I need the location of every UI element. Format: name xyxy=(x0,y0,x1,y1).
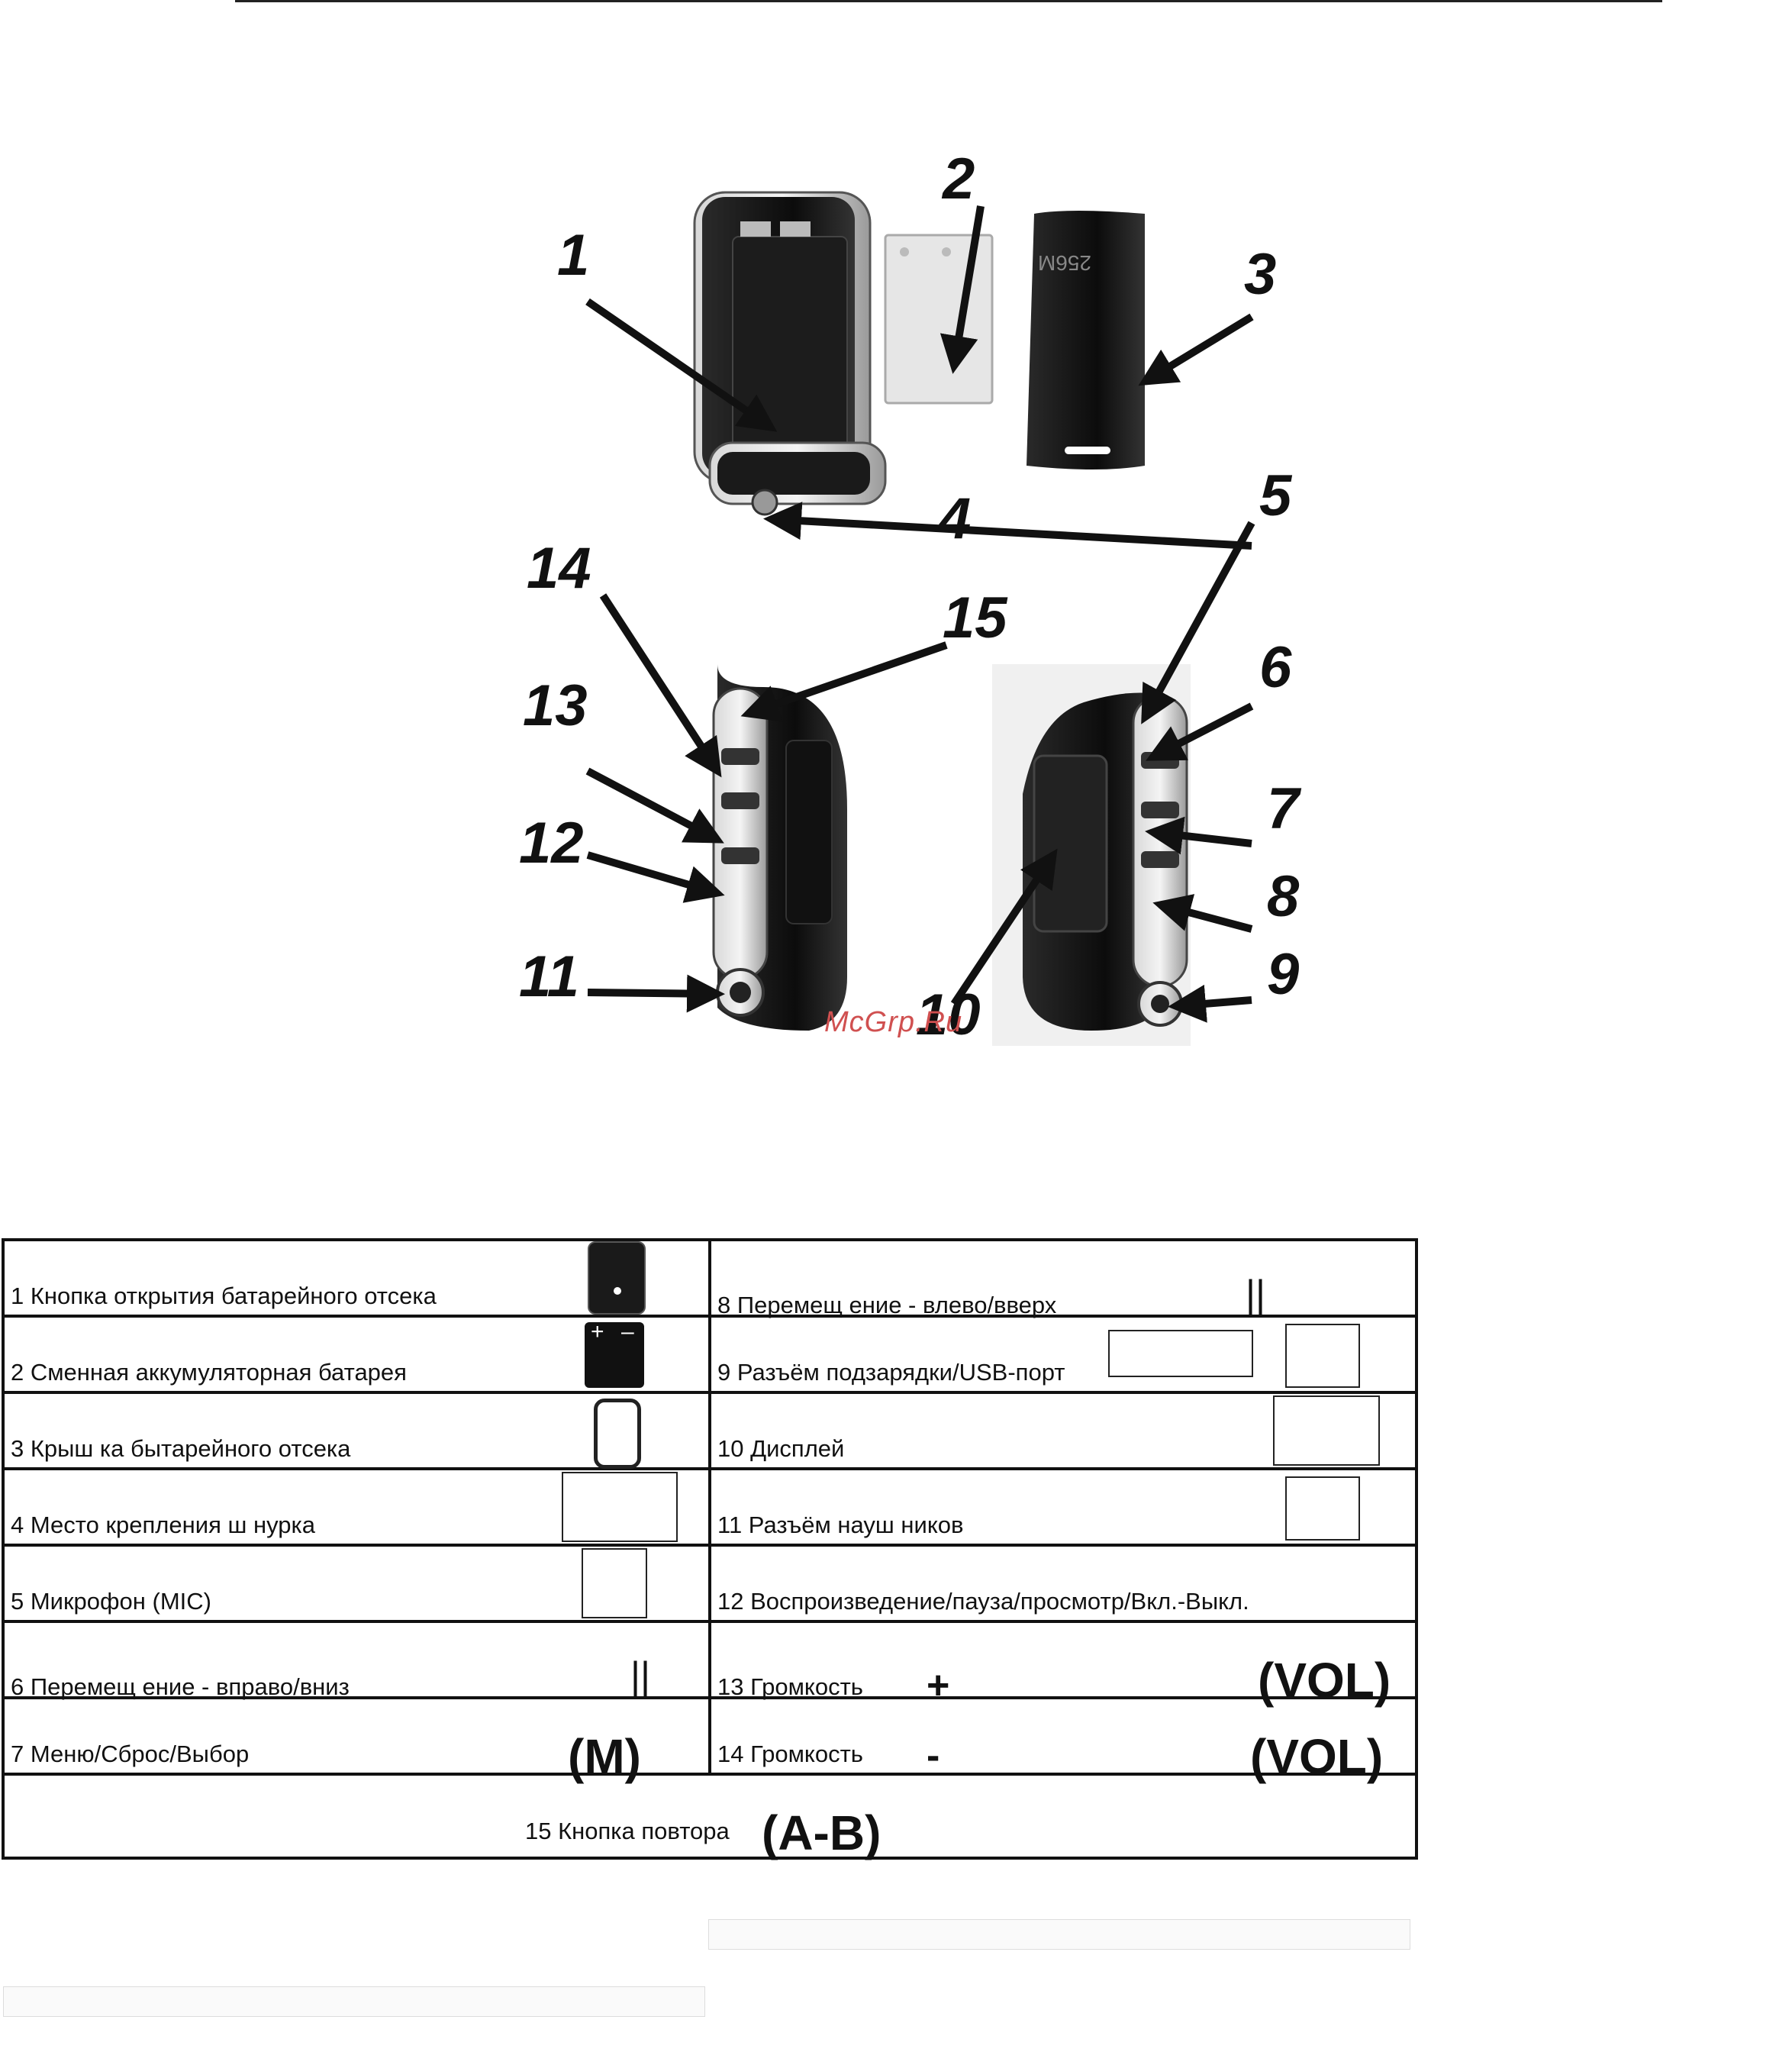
battery-cover-icon xyxy=(594,1399,641,1469)
pause-symbol: || xyxy=(1246,1273,1265,1315)
callout-14: 14 xyxy=(527,536,591,601)
callout-7: 7 xyxy=(1267,776,1302,841)
callout-3: 3 xyxy=(1244,242,1276,307)
usb-port-icon xyxy=(1108,1330,1253,1377)
table-cell: 14 Громкость - (VOL) xyxy=(708,1696,1418,1784)
device-figure: 256M xyxy=(488,137,1328,1084)
callout-10: 10 xyxy=(916,982,981,1047)
table-cell: 1 Кнопка открытия батарейного отсека xyxy=(2,1238,711,1318)
table-cell: 13 Громкость + (VOL) xyxy=(708,1620,1418,1708)
item-label: 11 Разъём науш ников xyxy=(717,1512,964,1538)
callout-5: 5 xyxy=(1259,463,1293,528)
device-left-side xyxy=(712,664,847,1031)
item-label: 9 Разъём подзарядки/USB-порт xyxy=(717,1359,1065,1386)
callout-1: 1 xyxy=(557,223,589,288)
item-label: 2 Сменная аккумуляторная батарея xyxy=(11,1359,407,1386)
table-cell: 5 Микрофон (MIC) xyxy=(2,1544,711,1623)
top-rule xyxy=(235,0,1662,2)
table-cell: 9 Разъём подзарядки/USB-порт xyxy=(708,1315,1418,1394)
device-right-side xyxy=(992,664,1191,1046)
callout-11: 11 xyxy=(519,944,579,1009)
item-label: 14 Громкость xyxy=(717,1741,863,1767)
open-button-icon xyxy=(588,1241,646,1315)
callout-6: 6 xyxy=(1259,635,1292,700)
table-cell: 12 Воспроизведение/пауза/просмотр/Вкл.-В… xyxy=(708,1544,1418,1623)
watermark: McGrp.Ru xyxy=(824,1006,963,1038)
item-label: 1 Кнопка открытия батарейного отсека xyxy=(11,1282,437,1309)
table-row: 15 Кнопка повтора (A-B) xyxy=(2,1773,1418,1860)
callout-12: 12 xyxy=(519,811,584,876)
item-label: 13 Громкость xyxy=(717,1673,863,1700)
cover-label: 256M xyxy=(1038,251,1091,275)
battery-cover: 256M xyxy=(1027,211,1145,469)
table-cell: 15 Кнопка повтора (A-B) xyxy=(2,1773,1418,1860)
callout-numbers: 1 2 3 4 5 6 7 8 9 10 11 12 13 14 15 xyxy=(519,147,1302,1047)
table-row: 3 Крыш ка бытарейного отсека 10 Дисплей xyxy=(2,1391,1418,1470)
table-cell: 10 Дисплей xyxy=(708,1391,1418,1470)
callout-13: 13 xyxy=(523,673,588,738)
microphone-icon xyxy=(582,1548,647,1618)
item-label: 8 Перемещ ение - влево/вверх xyxy=(717,1292,1057,1318)
empty-field xyxy=(3,1986,705,2017)
table-cell: 8 Перемещ ение - влево/вверх || xyxy=(708,1238,1418,1318)
table-row: 7 Меню/Сброс/Выбор (M) 14 Громкость - (V… xyxy=(2,1696,1418,1784)
callout-15: 15 xyxy=(943,586,1008,650)
charger-icon xyxy=(1285,1324,1360,1388)
callout-arrows xyxy=(585,205,1255,1023)
table-row: 5 Микрофон (MIC) 12 Воспроизведение/пауз… xyxy=(2,1544,1418,1623)
minus-symbol: - xyxy=(927,1734,940,1778)
strap-mount-icon xyxy=(562,1472,678,1542)
table-row: 4 Место крепления ш нурка 11 Разъём науш… xyxy=(2,1467,1418,1547)
battery-icon: + – xyxy=(585,1319,644,1388)
item-label: 4 Место крепления ш нурка xyxy=(11,1512,315,1538)
table-cell: 4 Место крепления ш нурка xyxy=(2,1467,711,1547)
table-cell: 11 Разъём науш ников xyxy=(708,1467,1418,1547)
table-row: 6 Перемещ ение - вправо/вниз || 13 Громк… xyxy=(2,1620,1418,1708)
callout-2: 2 xyxy=(941,147,975,211)
table-row: 1 Кнопка открытия батарейного отсека 8 П… xyxy=(2,1238,1418,1318)
item-label: 15 Кнопка повтора xyxy=(525,1818,730,1844)
table-cell: 6 Перемещ ение - вправо/вниз || xyxy=(2,1620,711,1700)
headphone-jack-icon xyxy=(1285,1476,1360,1541)
item-label: 5 Микрофон (MIC) xyxy=(11,1588,211,1615)
item-label: 6 Перемещ ение - вправо/вниз xyxy=(11,1673,350,1700)
table-cell: 7 Меню/Сброс/Выбор (M) xyxy=(2,1696,711,1784)
item-label: 3 Крыш ка бытарейного отсека xyxy=(11,1435,351,1462)
callout-8: 8 xyxy=(1267,864,1300,929)
table-row: 2 Сменная аккумуляторная батарея + – 9 Р… xyxy=(2,1315,1418,1394)
device-back xyxy=(693,191,887,516)
display-icon xyxy=(1273,1395,1380,1466)
callout-9: 9 xyxy=(1267,942,1299,1007)
table-cell: 2 Сменная аккумуляторная батарея + – xyxy=(2,1315,711,1394)
empty-field xyxy=(708,1919,1410,1950)
battery xyxy=(884,234,994,405)
device-illustration: 256M xyxy=(519,147,1302,1047)
callout-4: 4 xyxy=(937,486,971,551)
table-cell: 3 Крыш ка бытарейного отсека xyxy=(2,1391,711,1470)
repeat-symbol: (A-B) xyxy=(762,1805,881,1860)
item-label: 7 Меню/Сброс/Выбор xyxy=(11,1741,250,1767)
item-label: 10 Дисплей xyxy=(717,1435,845,1462)
spec-table: 1 Кнопка открытия батарейного отсека 8 П… xyxy=(2,1238,1418,1860)
item-label: 12 Воспроизведение/пауза/просмотр/Вкл.-В… xyxy=(717,1588,1249,1615)
pause-symbol: || xyxy=(630,1654,650,1697)
